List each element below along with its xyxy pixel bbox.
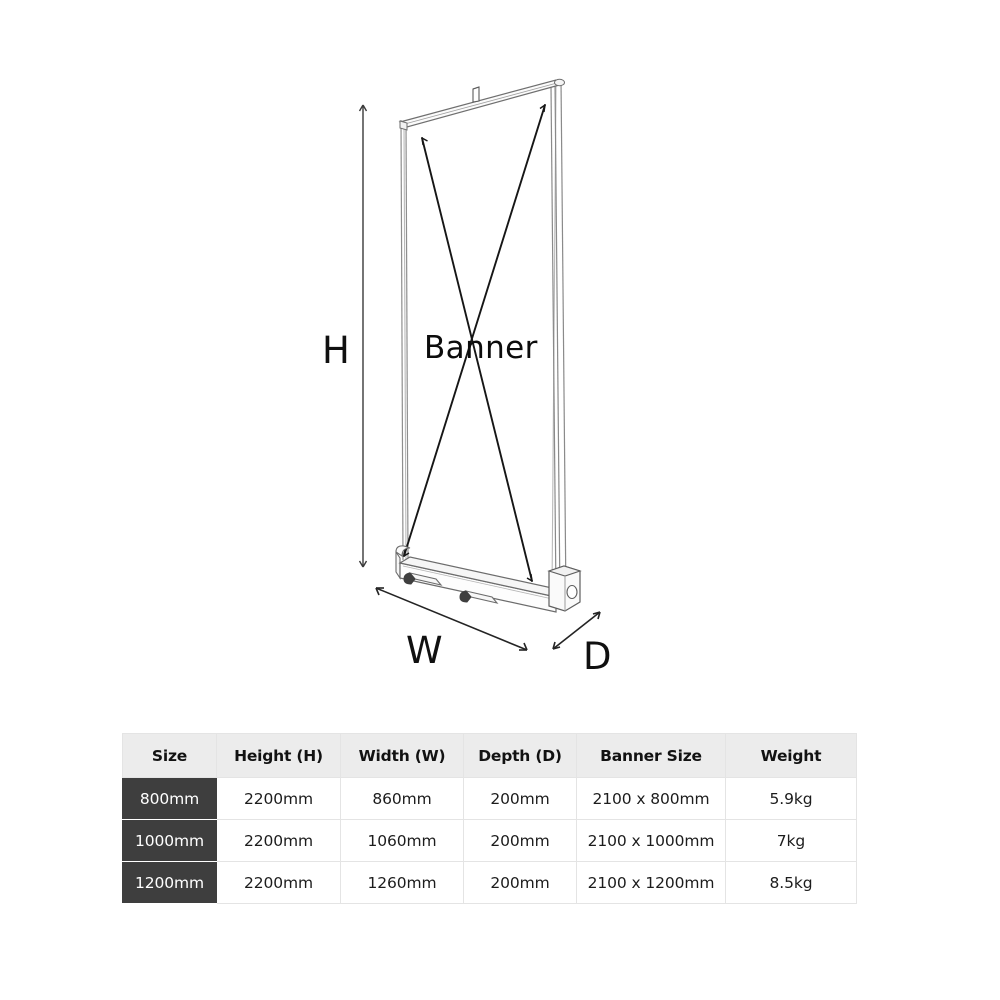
cell-banner-size: 2100 x 800mm [576, 777, 726, 820]
column-header-weight: Weight [725, 733, 857, 778]
table-row: 800mm 2200mm 860mm 200mm 2100 x 800mm 5.… [122, 777, 857, 820]
banner-panel-label: Banner [424, 330, 538, 366]
banner-stand-illustration: H W D Banner [322, 78, 612, 678]
column-header-height: Height (H) [216, 733, 341, 778]
cell-size: 1200mm [122, 861, 217, 904]
cell-depth: 200mm [463, 777, 577, 820]
cell-weight: 5.9kg [725, 777, 857, 820]
cell-weight: 7kg [725, 819, 857, 862]
column-header-width: Width (W) [340, 733, 464, 778]
height-dimension-label: H [322, 329, 350, 372]
right-pole [550, 79, 567, 601]
cord-arrow-tips [403, 104, 546, 582]
specifications-table: Size Height (H) Width (W) Depth (D) Bann… [122, 733, 857, 904]
column-header-size: Size [122, 733, 217, 778]
column-header-depth: Depth (D) [463, 733, 577, 778]
height-dimension-line [358, 104, 368, 568]
table-row: 1000mm 2200mm 1060mm 200mm 2100 x 1000mm… [122, 819, 857, 862]
cell-depth: 200mm [463, 819, 577, 862]
cell-depth: 200mm [463, 861, 577, 904]
column-header-banner-size: Banner Size [576, 733, 726, 778]
cell-width: 1060mm [340, 819, 464, 862]
depth-dimension-label: D [583, 635, 612, 678]
x-support-cords [403, 104, 546, 582]
base-cassette [395, 545, 582, 613]
depth-dimension-line [552, 611, 601, 650]
width-dimension-label: W [406, 629, 443, 672]
table-header-row: Size Height (H) Width (W) Depth (D) Bann… [122, 733, 857, 778]
cell-weight: 8.5kg [725, 861, 857, 904]
base-foot-right [459, 590, 499, 604]
base-foot-left [403, 572, 443, 586]
hanger-clip-icon [472, 86, 480, 103]
table-body: 800mm 2200mm 860mm 200mm 2100 x 800mm 5.… [122, 777, 857, 904]
table-row: 1200mm 2200mm 1260mm 200mm 2100 x 1200mm… [122, 861, 857, 904]
cell-height: 2200mm [216, 819, 341, 862]
cell-banner-size: 2100 x 1000mm [576, 819, 726, 862]
specifications-table-container: Size Height (H) Width (W) Depth (D) Bann… [122, 733, 857, 904]
cell-width: 1260mm [340, 861, 464, 904]
cell-height: 2200mm [216, 777, 341, 820]
top-rail [398, 78, 565, 131]
left-pole [400, 119, 409, 561]
cell-size: 800mm [122, 777, 217, 820]
cell-height: 2200mm [216, 861, 341, 904]
table-header: Size Height (H) Width (W) Depth (D) Bann… [122, 733, 857, 778]
banner-stand-drawing [358, 78, 601, 651]
cell-width: 860mm [340, 777, 464, 820]
cell-banner-size: 2100 x 1200mm [576, 861, 726, 904]
cell-size: 1000mm [122, 819, 217, 862]
width-dimension-line [375, 587, 528, 651]
